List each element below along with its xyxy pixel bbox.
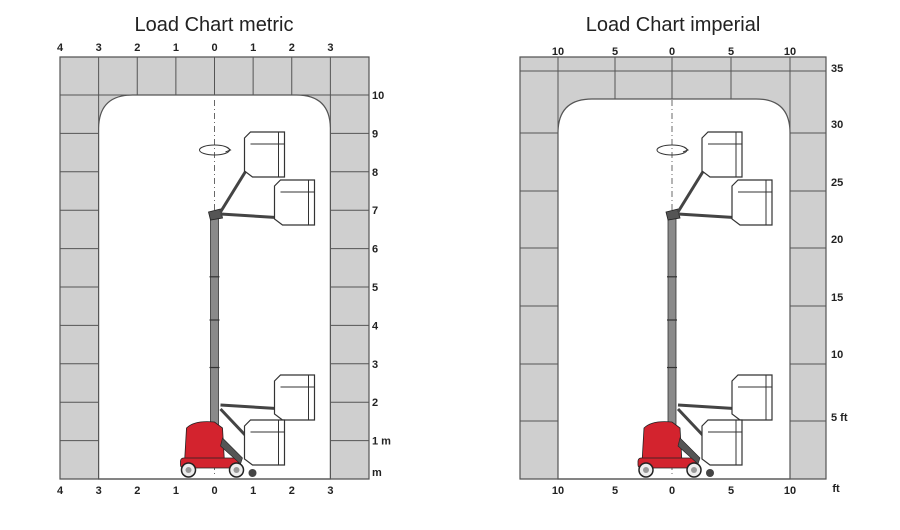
imperial-bottom-tick-label: 5	[728, 485, 734, 497]
wheel-left-hub	[643, 467, 649, 473]
basket	[701, 131, 743, 178]
imperial-machine	[637, 100, 773, 478]
caster-wheel-icon	[248, 469, 257, 477]
jib-arm-horizontal	[677, 212, 743, 220]
metric-bottom-tick-label: 3	[96, 485, 102, 497]
basket	[243, 419, 286, 466]
imperial-right-tick-label: 35	[831, 63, 843, 75]
metric-right-tick-label: 9	[372, 128, 378, 140]
imperial-bottom-tick-label: 5	[612, 485, 618, 497]
wheel-right-hub	[691, 467, 697, 473]
frame-outline	[519, 56, 827, 480]
metric-right-tick-label: 3	[372, 359, 378, 371]
metric-bottom-tick-label: 1	[250, 485, 256, 497]
imperial-right-tick-label: 5 ft	[831, 412, 848, 424]
metric-bottom-axis: 4 3 2 1 0 1 2 3	[57, 485, 334, 497]
metric-bottom-tick-label: 0	[211, 485, 217, 497]
metric-right-tick-label: 5	[372, 282, 378, 294]
low-jib-arm-horizontal	[677, 403, 743, 411]
basket	[273, 179, 316, 226]
imperial-bottom-unit-label: ft	[832, 483, 840, 495]
frame-inner-outline	[557, 98, 791, 480]
jib-arm-horizontal	[220, 212, 285, 220]
metric-right-tick-label: 7	[372, 205, 378, 217]
imperial-right-tick-label: 20	[831, 234, 843, 246]
basket	[701, 419, 743, 466]
metric-top-tick-label: 1	[250, 42, 256, 54]
metric-top-tick-label: 2	[289, 42, 295, 54]
metric-bottom-tick-label: 2	[289, 485, 295, 497]
imperial-top-tick-label: 10	[552, 46, 564, 58]
metric-bottom-tick-label: 2	[134, 485, 140, 497]
rotation-arrow-head	[682, 146, 690, 153]
frame-fill	[520, 57, 826, 479]
jib-head	[208, 208, 223, 221]
metric-right-tick-label: 8	[372, 167, 378, 179]
metric-right-tick-label: m	[372, 467, 382, 479]
imperial-right-tick-label: 25	[831, 177, 843, 189]
basket	[273, 374, 316, 421]
frame-fill	[60, 57, 369, 479]
imperial-bottom-tick-label: 10	[552, 485, 564, 497]
metric-top-tick-label: 0	[211, 42, 217, 54]
imperial-chart-title: Load Chart imperial	[585, 14, 761, 36]
basket	[243, 131, 286, 178]
low-jib-arm-horizontal	[220, 403, 285, 411]
metric-right-tick-label: 2	[372, 397, 378, 409]
imperial-bottom-tick-label: 0	[669, 485, 675, 497]
metric-top-tick-label: 3	[96, 42, 102, 54]
basket	[731, 374, 773, 421]
metric-machine	[180, 100, 316, 478]
wheel-left-hub	[185, 467, 192, 473]
basket	[731, 179, 773, 226]
imperial-top-tick-label: 5	[612, 46, 618, 58]
metric-top-tick-label: 2	[134, 42, 140, 54]
imperial-top-tick-label: 10	[784, 46, 796, 58]
imperial-chart-svg: 10 5 0 5 10 10 5 0 5 10 ft 5 ft 10 15 20 25 30 35	[519, 46, 848, 497]
metric-top-tick-label: 4	[57, 42, 64, 54]
imperial-right-tick-label: 30	[831, 119, 843, 131]
frame-outline	[59, 56, 370, 480]
metric-right-tick-label: 10	[372, 90, 384, 102]
imperial-bottom-axis: 10 5 0 5 10 ft	[552, 483, 840, 497]
imperial-top-tick-label: 5	[728, 46, 734, 58]
imperial-top-tick-label: 0	[669, 46, 675, 58]
metric-bottom-tick-label: 4	[57, 485, 64, 497]
imperial-load-chart: Load Chart imperial 10 5 0 5 10 10 5 0 5 10 ft 5 ft…	[450, 0, 900, 530]
metric-right-tick-label: 4	[372, 320, 379, 332]
rotation-arrow-head	[225, 146, 232, 153]
imperial-right-tick-label: 15	[831, 292, 843, 304]
metric-top-tick-label: 3	[327, 42, 333, 54]
metric-chart-title: Load Chart metric	[134, 14, 294, 36]
metric-bottom-tick-label: 3	[327, 485, 333, 497]
metric-bottom-tick-label: 1	[173, 485, 179, 497]
chassis-body	[641, 421, 683, 464]
imperial-right-tick-label: 10	[831, 349, 843, 361]
metric-top-axis: 4 3 2 1 0 1 2 3	[57, 42, 334, 54]
frame-inner-outline	[98, 94, 331, 480]
caster-wheel-icon	[706, 469, 714, 477]
imperial-right-axis: 5 ft 10 15 20 25 30 35	[831, 63, 848, 424]
jib-head	[665, 208, 681, 221]
metric-right-tick-label: 1 m	[372, 436, 391, 448]
metric-right-axis: m 1 m 2 3 4 5 6 7 8 9 10	[372, 90, 391, 479]
imperial-top-axis: 10 5 0 5 10	[552, 46, 796, 58]
imperial-bottom-tick-label: 10	[784, 485, 796, 497]
metric-right-tick-label: 6	[372, 244, 378, 256]
chassis-body	[184, 421, 225, 464]
metric-top-tick-label: 1	[173, 42, 179, 54]
wheel-right-hub	[233, 467, 240, 473]
